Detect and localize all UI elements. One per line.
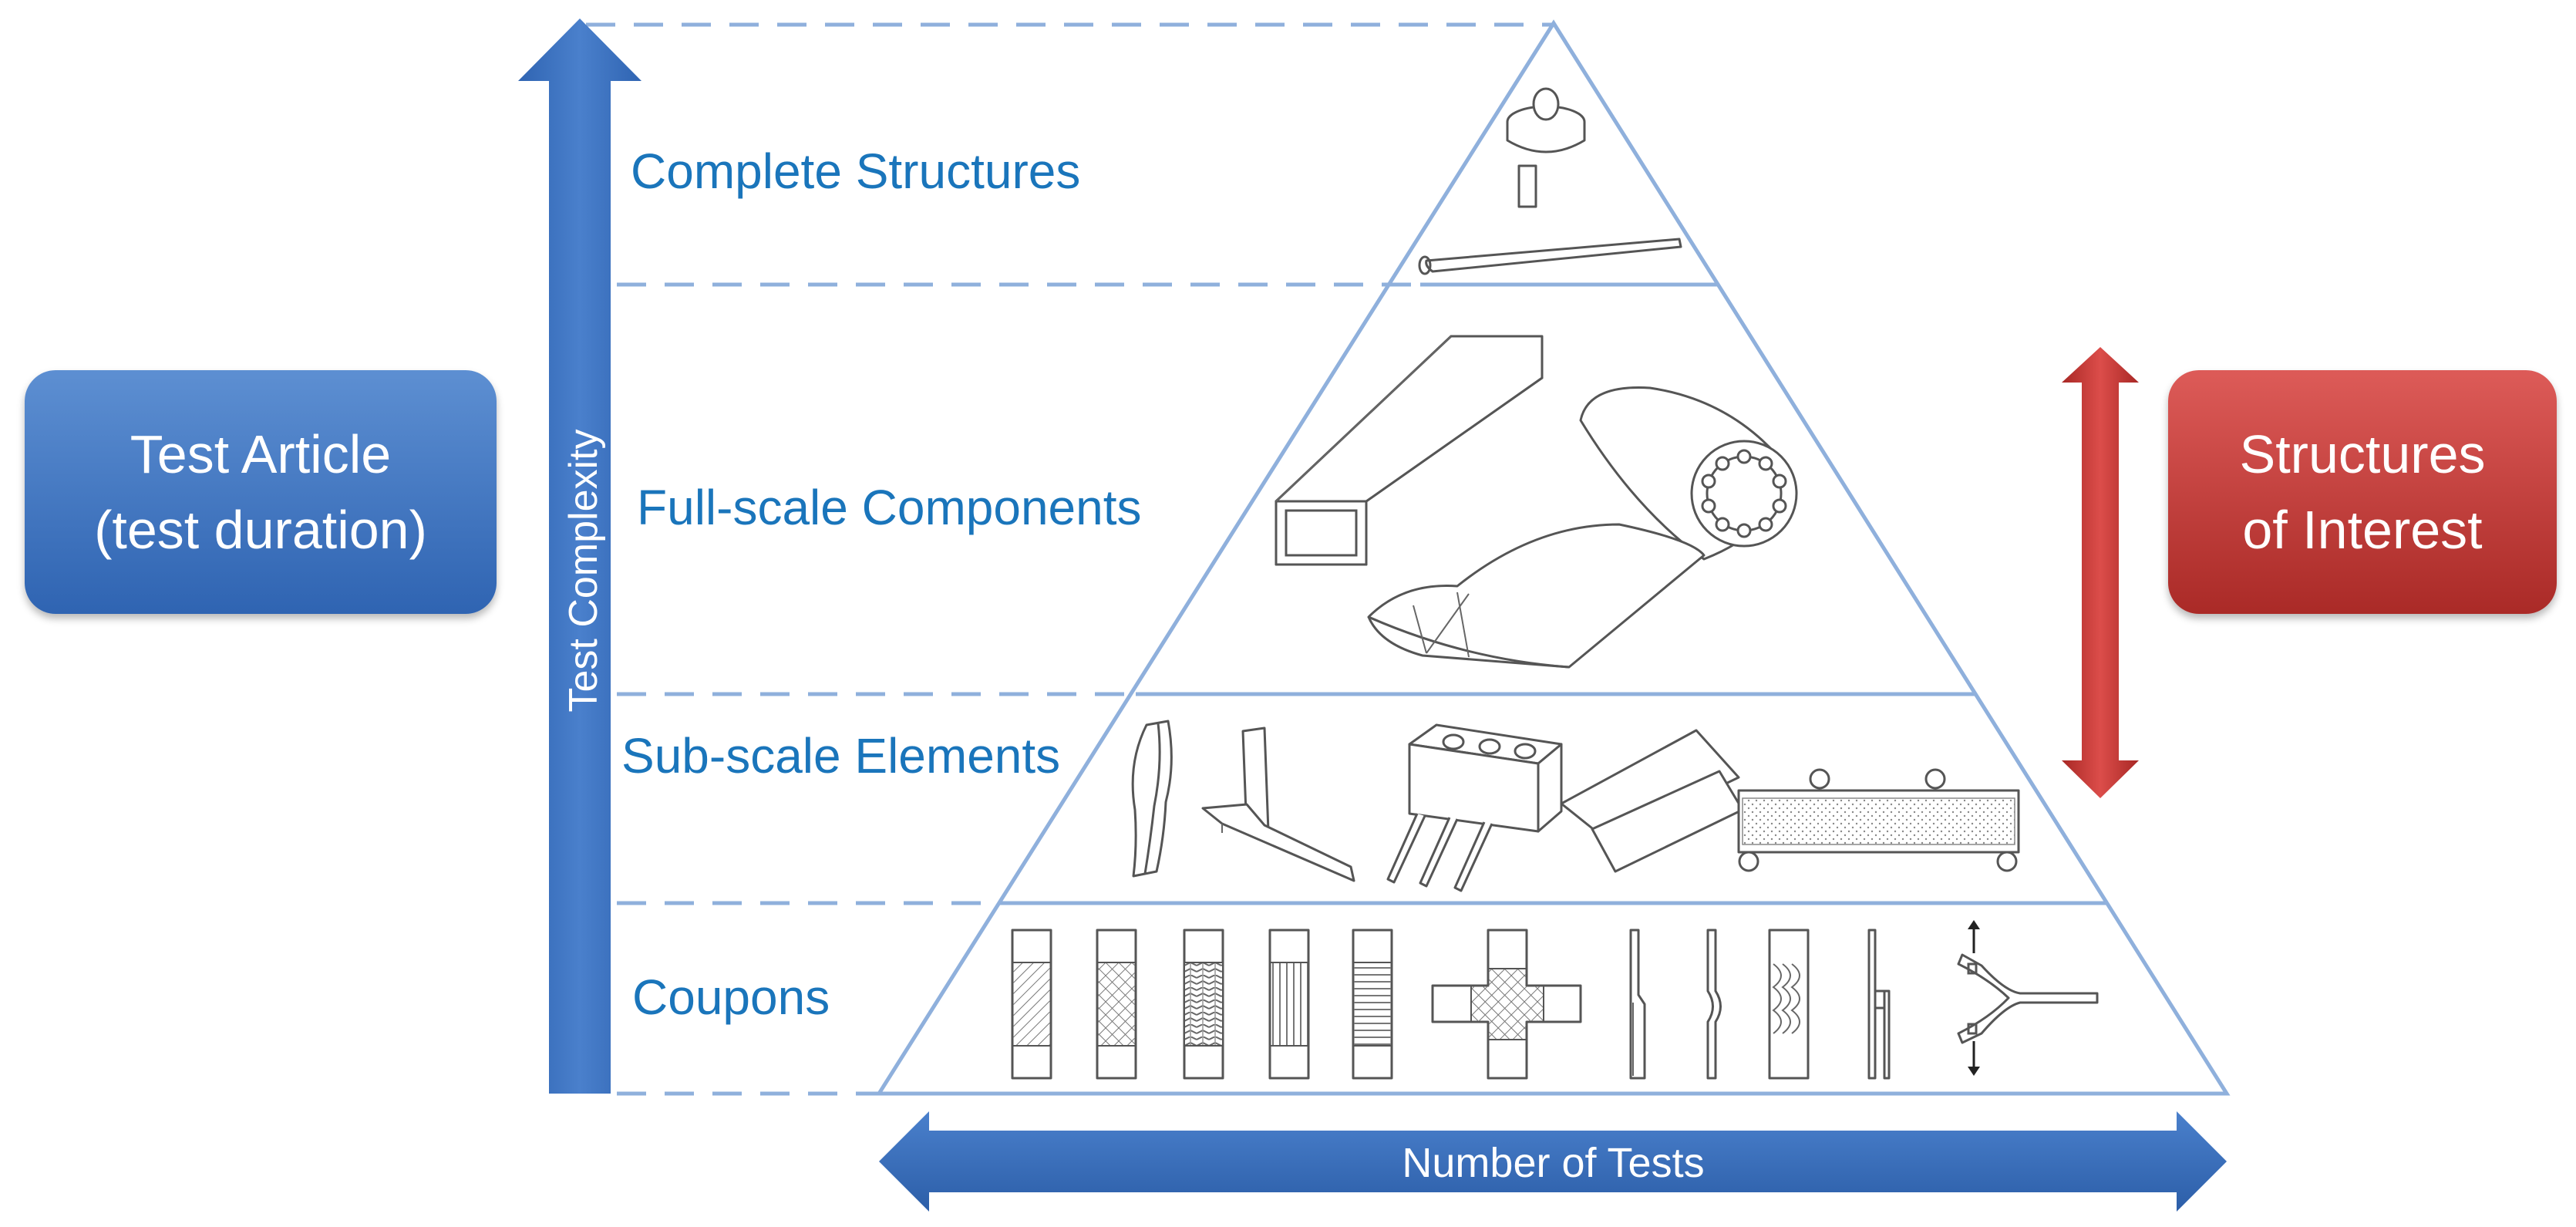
test-article-box: Test Article (test duration) xyxy=(25,370,497,614)
tier-label-full-scale-components: Full-scale Components xyxy=(637,480,1142,535)
full-scale-components-sketches xyxy=(1275,335,1798,669)
coupon-horizontal-fiber xyxy=(1352,929,1393,1080)
coupon-peel xyxy=(1957,920,2099,1076)
complete-structures-sketches xyxy=(1418,87,1682,275)
coupon-wavy xyxy=(1768,929,1810,1080)
structures-of-interest-line2: of Interest xyxy=(2242,500,2483,560)
coupon-diagonal xyxy=(1011,929,1052,1080)
tier-label-sub-scale-elements: Sub-scale Elements xyxy=(621,728,1061,784)
number-of-tests-arrow xyxy=(879,1111,2227,1212)
tier-label-coupons: Coupons xyxy=(632,969,830,1025)
test-article-line1: Test Article xyxy=(130,424,392,484)
coupon-cruciform xyxy=(1431,929,1582,1080)
coupon-notched xyxy=(1629,929,1646,1080)
coupon-vertical-fiber xyxy=(1268,929,1310,1080)
coupon-lap-joint xyxy=(1867,929,1891,1080)
structures-of-interest-box: Structures of Interest xyxy=(2168,370,2557,614)
pyramid xyxy=(875,19,2231,1096)
coupon-woven xyxy=(1183,929,1224,1080)
coupon-crosshatch xyxy=(1096,929,1137,1080)
test-article-line2: (test duration) xyxy=(94,500,427,560)
level-dashed-lines xyxy=(586,22,1554,1096)
test-complexity-arrow xyxy=(518,19,641,1094)
structures-of-interest-line1: Structures xyxy=(2239,424,2486,484)
tier-label-complete-structures: Complete Structures xyxy=(631,143,1081,199)
sub-scale-elements-sketches xyxy=(1131,720,2020,892)
number-of-tests-label: Number of Tests xyxy=(1402,1140,1705,1186)
coupon-curved xyxy=(1706,929,1722,1080)
test-complexity-label: Test Complexity xyxy=(561,429,606,713)
structures-of-interest-arrow xyxy=(2062,347,2139,798)
coupons-sketches xyxy=(1011,920,2099,1080)
